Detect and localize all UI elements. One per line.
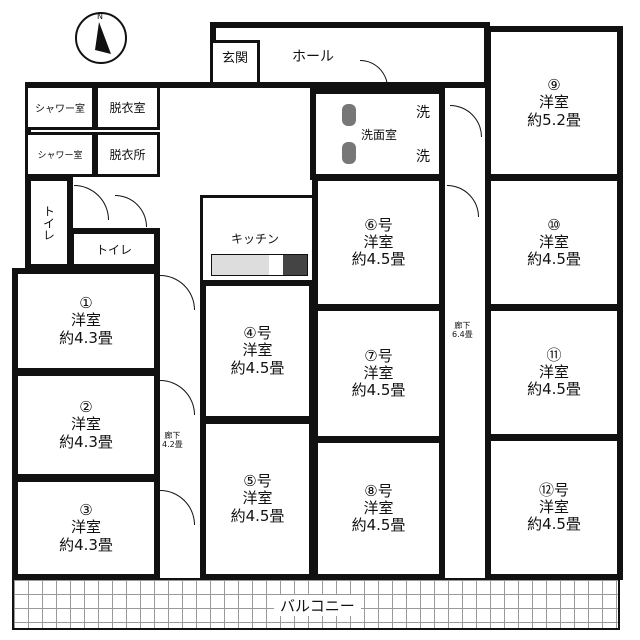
balcony: バルコニー [12, 578, 620, 630]
room-size: 約4.3畳 [59, 328, 113, 347]
room-type: 洋室 [363, 363, 394, 382]
room-number: ④号 [243, 324, 272, 343]
washing-machine-icon [342, 104, 356, 126]
washroom-label: 洗面室 [361, 128, 398, 142]
room-type: 洋室 [70, 518, 101, 537]
room-size: 約4.5畳 [351, 381, 406, 400]
room-number: ⑧号 [364, 481, 393, 500]
north-compass-icon: N [75, 12, 127, 64]
room-type: 洋室 [538, 232, 569, 251]
room-2-door[interactable] [160, 380, 195, 415]
room-type: 洋室 [538, 497, 569, 516]
room-number: ⑫号 [538, 480, 569, 499]
stove-icon [211, 254, 308, 276]
room-size: 約4.5畳 [230, 358, 285, 377]
shower-room-1: シャワー室 [25, 85, 95, 130]
toilet-1: トイレ [25, 175, 73, 270]
room-type: 洋室 [70, 311, 101, 330]
toilet-label: トイレ [41, 204, 56, 241]
room-number: ② [79, 398, 93, 417]
room-4: ④号洋室約4.5畳 [200, 280, 315, 422]
room-number: ⑤号 [243, 472, 272, 491]
room-type: 洋室 [538, 93, 569, 112]
room-6: ⑥号洋室約4.5畳 [312, 175, 445, 310]
dressing-room-1: 脱衣室 [95, 85, 160, 130]
room-size: 約4.5畳 [351, 250, 406, 269]
toilet-label: トイレ [95, 242, 132, 257]
room-size: 約4.5畳 [230, 506, 285, 525]
room-5: ⑤号洋室約4.5畳 [200, 418, 315, 580]
room-size: 約4.3畳 [59, 432, 113, 451]
room-12: ⑫号洋室約4.5畳 [485, 435, 623, 580]
dressing-label: 脱衣所 [109, 148, 146, 162]
sink-1: 洗 [416, 105, 430, 121]
shower-room-2: シャワー室 [25, 132, 95, 177]
balcony-label: バルコニー [274, 595, 361, 616]
room-number: ① [79, 294, 93, 313]
room-type: 洋室 [538, 362, 569, 381]
room-size: 約4.5畳 [527, 250, 581, 269]
room-size: 約4.5畳 [527, 515, 581, 534]
kitchen-label: キッチン [231, 232, 280, 246]
compass-label: N [97, 12, 103, 21]
corridor-label: 廊下 [454, 321, 471, 330]
dressing-label: 脱衣室 [109, 101, 146, 115]
room-type: 洋室 [363, 232, 394, 251]
room-number: ⑦号 [364, 346, 393, 365]
room-size: 約4.3畳 [59, 535, 113, 554]
room-number: ⑥号 [364, 215, 393, 234]
room-7: ⑦号洋室約4.5畳 [312, 305, 445, 442]
entrance: 玄関 [210, 40, 260, 85]
room-size: 約5.2畳 [527, 110, 581, 129]
room-type: 洋室 [363, 498, 394, 517]
dressing-room-2: 脱衣所 [95, 132, 160, 177]
room-number: ⑪ [546, 345, 562, 364]
entrance-label: 玄関 [221, 51, 248, 66]
corridor-size: 4.2畳 [162, 439, 183, 449]
shower-label: シャワー室 [37, 151, 83, 161]
room-number: ⑩ [547, 215, 561, 234]
room-size: 約4.5畳 [351, 516, 406, 535]
washroom: 洗面室 洗 洗 [310, 88, 445, 180]
sink-2: 洗 [416, 149, 430, 165]
room-size: 約4.5畳 [527, 380, 581, 399]
shower-label: シャワー室 [35, 104, 85, 115]
corridor-label: 廊下 [164, 431, 181, 440]
room-3-door[interactable] [160, 490, 195, 525]
room-type: 洋室 [242, 341, 273, 360]
room-8: ⑧号洋室約4.5畳 [312, 437, 445, 580]
room-number: ③ [79, 501, 93, 520]
washing-machine-icon [342, 142, 356, 164]
room-type: 洋室 [70, 415, 101, 434]
room-number: ⑨ [547, 76, 561, 95]
toilet-2: トイレ [68, 228, 160, 270]
corridor-size: 6.4畳 [452, 329, 473, 339]
kitchen: キッチン [200, 195, 315, 285]
hall-label: ホール [292, 49, 334, 65]
room-type: 洋室 [242, 489, 273, 508]
